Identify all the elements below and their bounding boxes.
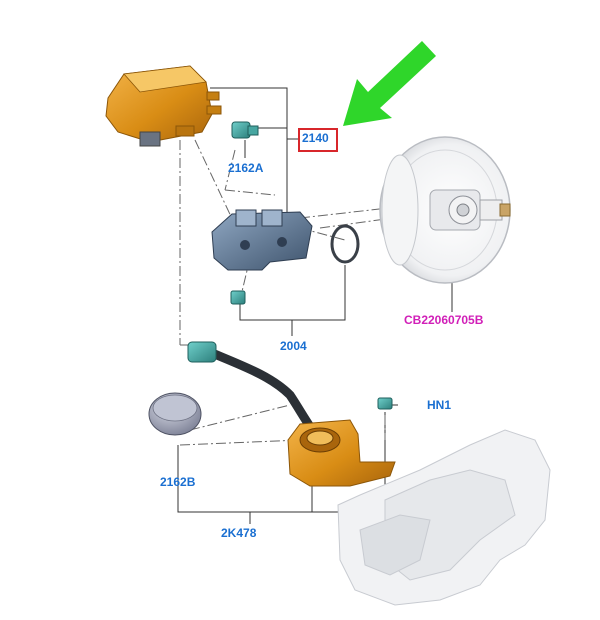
- label-cb22060705b: CB22060705B: [404, 313, 484, 327]
- leader-lines: [177, 87, 453, 524]
- master-cylinder: [211, 209, 313, 271]
- label-hn1: HN1: [427, 398, 452, 412]
- fitting-2004: [230, 290, 246, 305]
- label-2k478: 2K478: [221, 526, 257, 540]
- fitting-2162a: [231, 121, 259, 139]
- o-ring: [330, 224, 360, 264]
- highlight-box-2140: [298, 128, 338, 152]
- label-2162b: 2162B: [160, 475, 196, 489]
- reservoir: [105, 65, 222, 147]
- label-2004: 2004: [280, 339, 307, 353]
- bracket-2k478: [287, 419, 396, 487]
- label-2140: 2140: [302, 131, 329, 145]
- hose: [187, 341, 323, 443]
- label-2162a: 2162A: [228, 161, 264, 175]
- brake-booster: [379, 136, 511, 284]
- body-panel-ghost: [337, 429, 551, 606]
- green-arrow-icon: [343, 41, 436, 126]
- nut-hn1: [377, 397, 393, 410]
- cap-2162b: [148, 392, 202, 436]
